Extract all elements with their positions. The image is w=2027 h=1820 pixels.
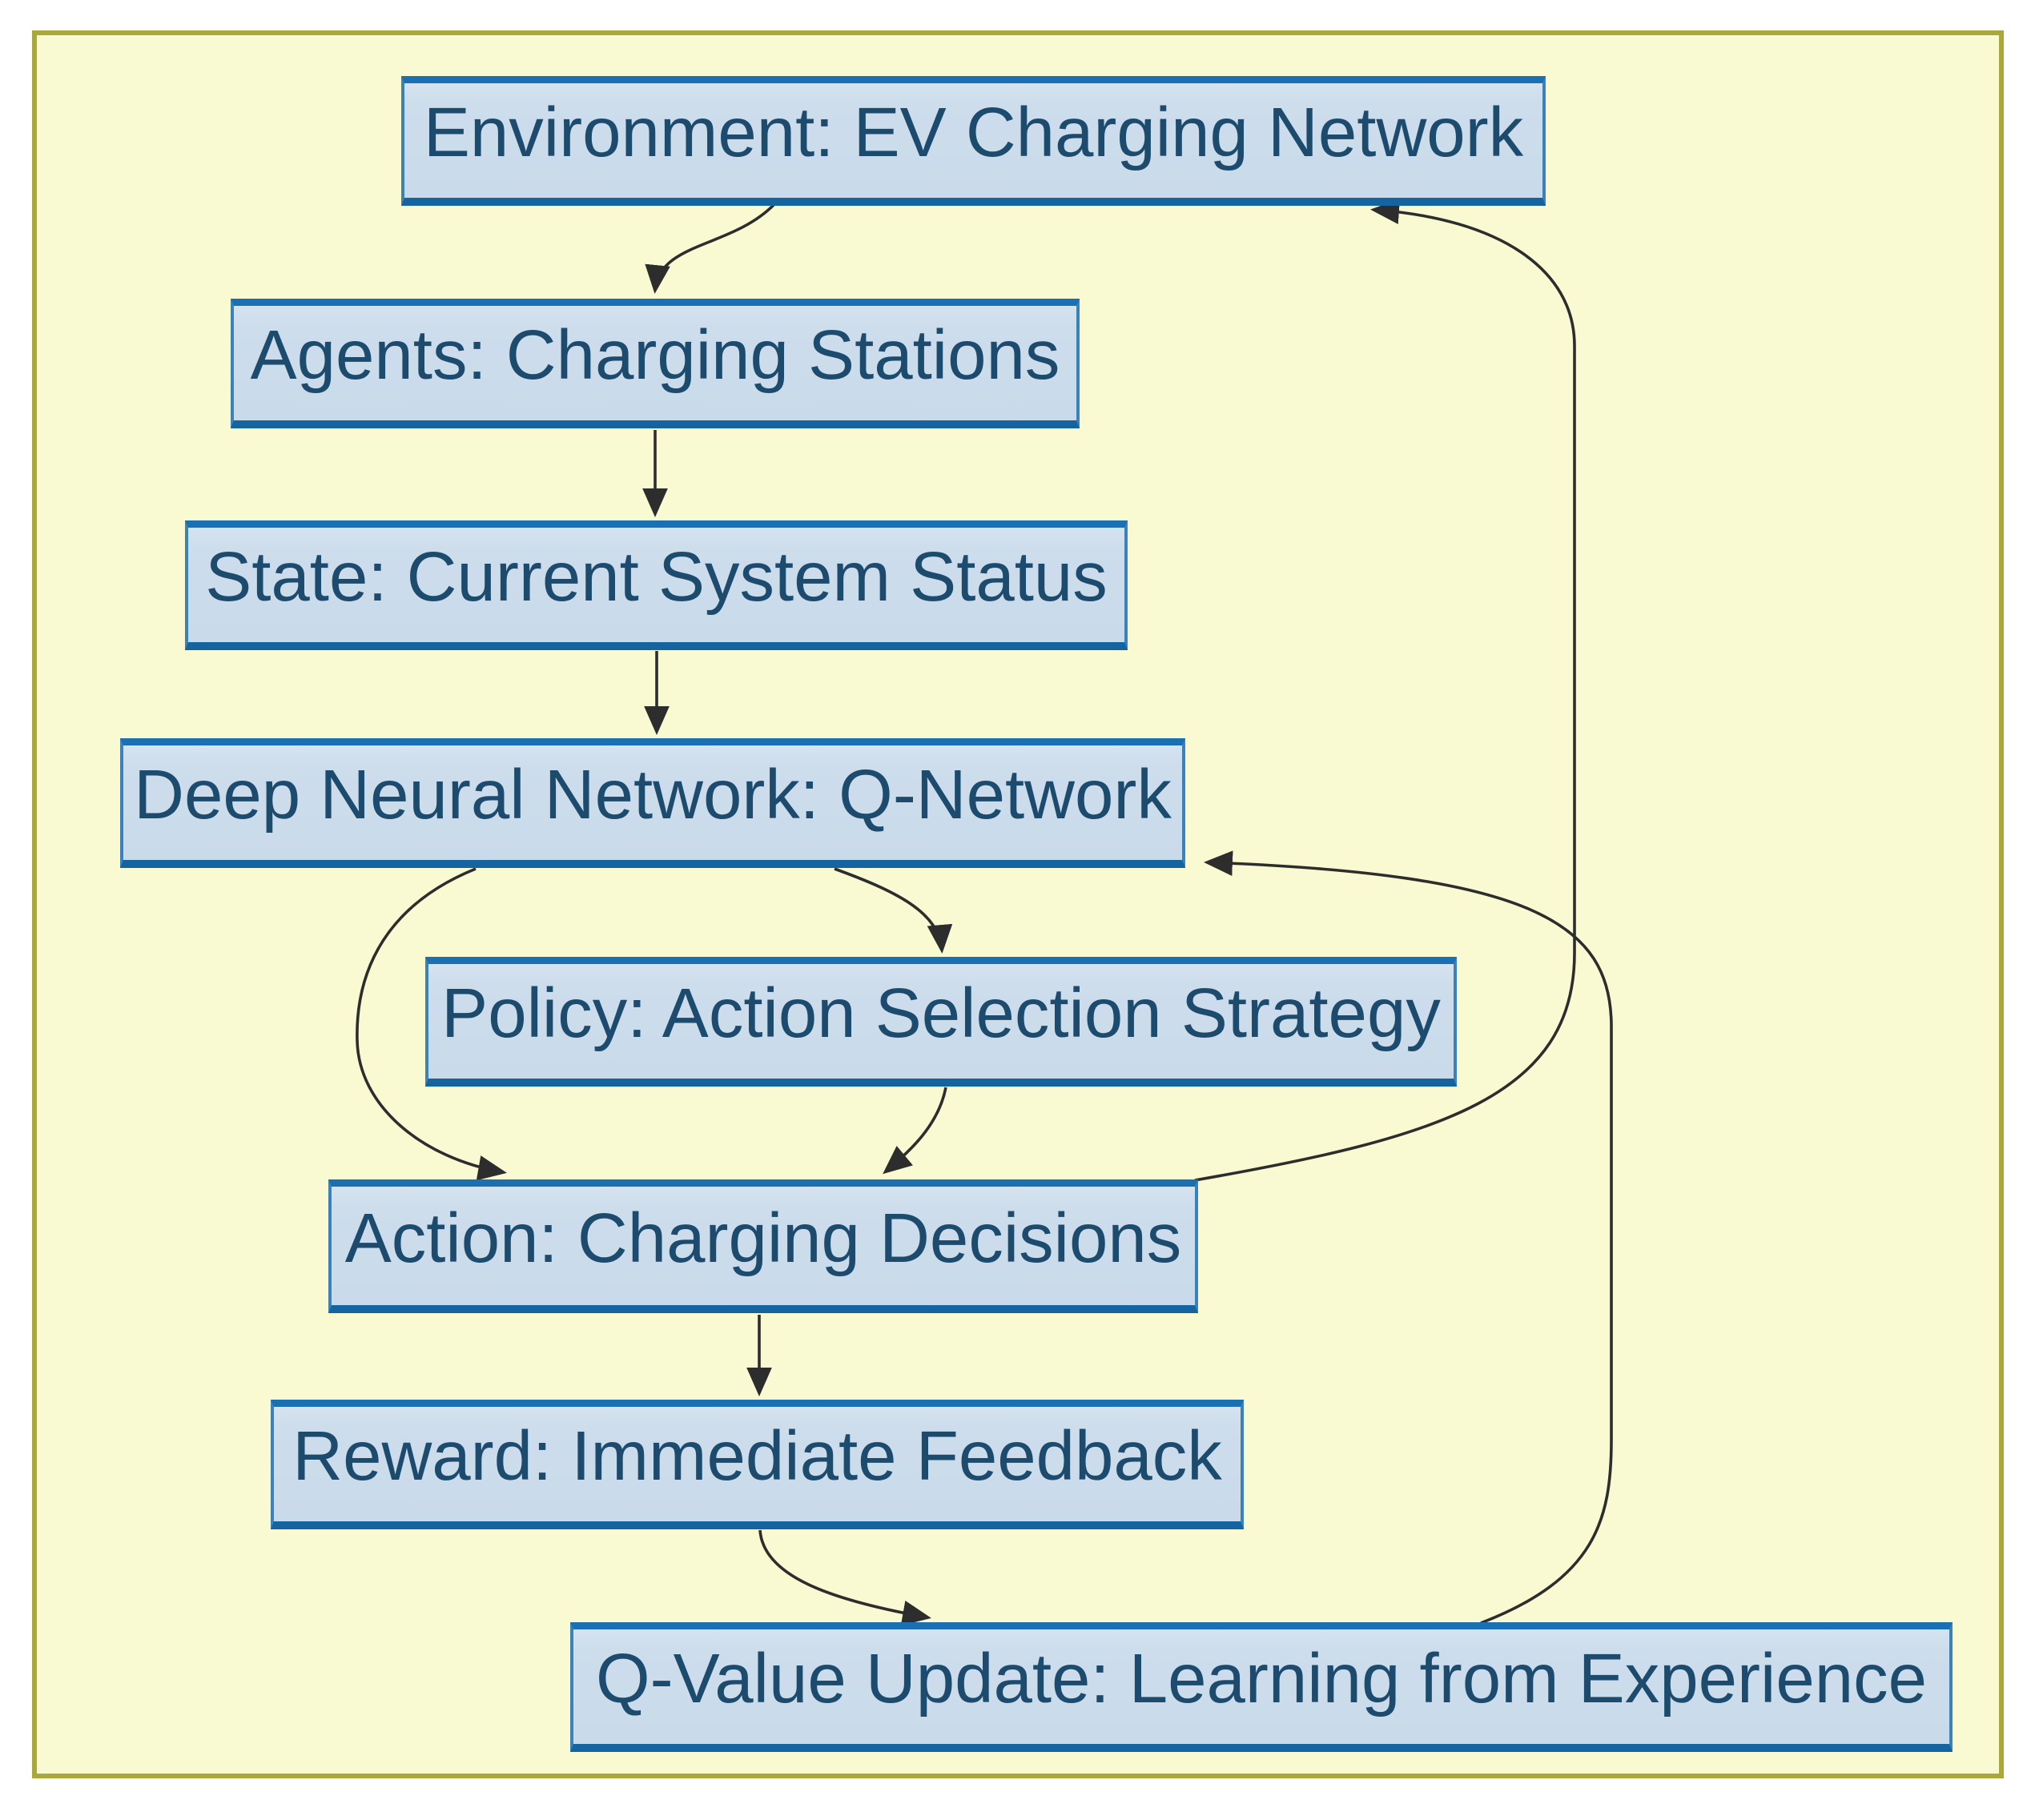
node-environment: Environment: EV Charging Network: [401, 76, 1546, 206]
node-q-value-update: Q-Value Update: Learning from Experience: [570, 1622, 1953, 1752]
node-policy-label: Policy: Action Selection Strategy: [441, 974, 1441, 1052]
node-q-network-label: Deep Neural Network: Q-Network: [134, 756, 1172, 834]
node-state-label: State: Current System Status: [205, 538, 1108, 616]
node-agents: Agents: Charging Stations: [231, 299, 1080, 428]
node-reward: Reward: Immediate Feedback: [271, 1400, 1244, 1529]
node-state: State: Current System Status: [185, 520, 1128, 650]
node-policy: Policy: Action Selection Strategy: [425, 957, 1457, 1087]
node-reward-label: Reward: Immediate Feedback: [292, 1417, 1222, 1495]
node-action: Action: Charging Decisions: [328, 1179, 1198, 1313]
node-action-label: Action: Charging Decisions: [344, 1199, 1182, 1277]
node-environment-label: Environment: EV Charging Network: [423, 94, 1524, 171]
node-agents-label: Agents: Charging Stations: [250, 316, 1060, 394]
node-q-network: Deep Neural Network: Q-Network: [120, 738, 1185, 868]
node-q-value-update-label: Q-Value Update: Learning from Experience: [596, 1640, 1927, 1718]
